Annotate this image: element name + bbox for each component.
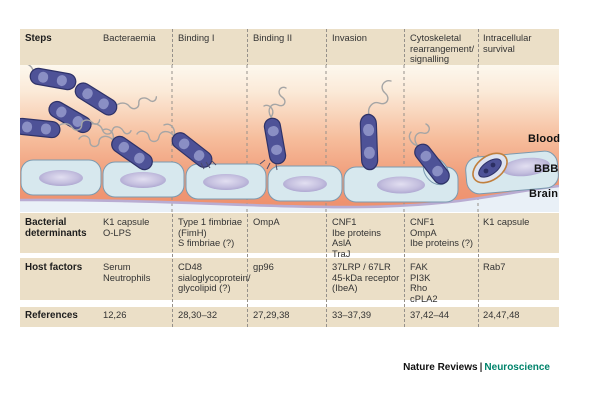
- blood-label: Blood: [528, 133, 561, 145]
- determinants-cytoskeletal: CNF1 OmpA Ibe proteins (?): [410, 216, 474, 249]
- determinants-bacteraemia: K1 capsule O-LPS: [103, 216, 150, 238]
- host-invasion: 37LRP / 67LR 45-kDa receptor (IbeA): [332, 261, 400, 294]
- host-bacteraemia: Serum Neutrophils: [103, 261, 151, 283]
- step-binding-1: Binding I: [178, 32, 215, 43]
- invasion-bacterium: [359, 80, 392, 171]
- basement-membrane: [19, 184, 560, 209]
- bbb-illustration: [0, 39, 560, 212]
- references-band: References 12,26 28,30–32 27,29,38 33–37…: [20, 307, 559, 327]
- intracellular-bacterium: [472, 152, 508, 184]
- refs-binding-1: 28,30–32: [178, 309, 218, 320]
- refs-cytoskeletal: 37,42–44: [410, 309, 450, 320]
- host-cytoskeletal: FAK PI3K Rho cPLA2: [410, 261, 438, 304]
- binding2-bacterium: [259, 86, 288, 171]
- journal-name: Nature Reviews: [403, 362, 478, 373]
- row-label-determinants: Bacterial determinants: [25, 217, 87, 239]
- host-binding-1: CD48 sialoglycoprotein/ glycolipid (?): [178, 261, 251, 294]
- row-label-references: References: [25, 310, 78, 321]
- host-factors-band: Host factors Serum Neutrophils CD48 sial…: [20, 258, 559, 304]
- step-bacteraemia: Bacteraemia: [103, 32, 156, 43]
- determinants-invasion: CNF1 Ibe proteins AslA TraJ: [332, 216, 381, 259]
- determinants-binding-1: Type 1 fimbriae (FimH) S fimbriae (?): [178, 216, 243, 249]
- cell-nuclei: [39, 157, 550, 194]
- step-binding-2: Binding II: [253, 32, 293, 43]
- step-invasion: Invasion: [332, 32, 367, 43]
- steps-band: Steps Bacteraemia Binding I Binding II I…: [20, 29, 559, 65]
- bbb-label: BBB: [534, 163, 559, 175]
- refs-binding-2: 27,29,38: [253, 309, 290, 320]
- row-label-steps: Steps: [25, 33, 52, 44]
- cytoskeletal-bacterium: [408, 123, 454, 188]
- step-intracellular: Intracellular survival: [483, 32, 532, 54]
- pili-icon: [200, 159, 217, 170]
- journal-subject: Neuroscience: [484, 362, 550, 373]
- host-intracellular: Rab7: [483, 261, 506, 272]
- journal-caption: Nature Reviews|Neuroscience: [403, 362, 550, 373]
- pili-icon: [259, 159, 278, 171]
- bacteraemia-bacteria: [0, 39, 158, 174]
- bacterium-icon: [78, 128, 157, 174]
- caption-separator: |: [479, 362, 483, 373]
- refs-bacteraemia: 12,26: [103, 309, 127, 320]
- determinants-intracellular: K1 capsule: [483, 216, 530, 227]
- bbb-crossing-figure: Steps Bacteraemia Binding I Binding II I…: [0, 29, 560, 327]
- brain-label: Brain: [529, 188, 559, 200]
- binding1-bacterium: [136, 123, 217, 172]
- bbb-illustration-svg: [0, 39, 560, 212]
- step-cytoskeletal: Cytoskeletal rearrangement/ signalling: [410, 32, 475, 65]
- refs-intracellular: 24,47,48: [483, 309, 520, 320]
- refs-invasion: 33–37,39: [332, 309, 372, 320]
- determinants-band: Bacterial determinants K1 capsule O-LPS …: [20, 213, 559, 259]
- determinants-binding-2: OmpA: [253, 216, 280, 227]
- host-binding-2: gp96: [253, 261, 274, 272]
- row-label-host-factors: Host factors: [25, 262, 83, 273]
